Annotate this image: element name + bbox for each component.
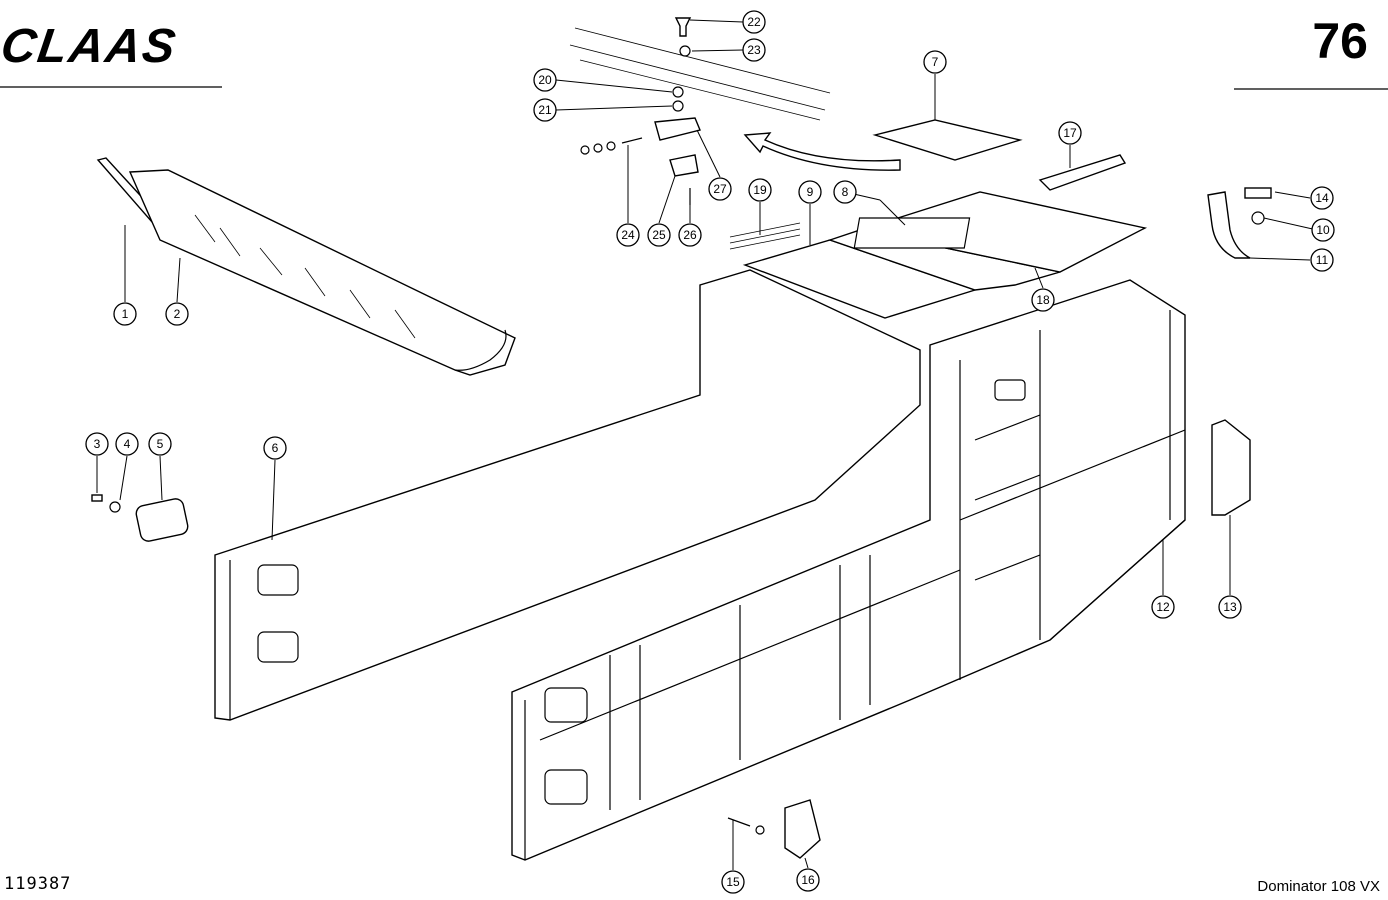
part-13-bracket [1211, 419, 1251, 516]
svg-text:14: 14 [1315, 191, 1329, 205]
callout-25: 25 [647, 223, 671, 247]
part-5-plate [135, 498, 189, 542]
part-16-flange [784, 799, 821, 859]
svg-text:21: 21 [538, 103, 552, 117]
part-19-strips [729, 222, 801, 250]
part-8-opening [853, 217, 971, 249]
callout-16: 16 [796, 868, 820, 892]
part-12-main-frame [511, 279, 1186, 861]
part-11-guard [1207, 191, 1251, 259]
svg-text:5: 5 [157, 437, 164, 451]
part-10-nut [1251, 211, 1265, 225]
callout-7: 7 [923, 50, 947, 74]
callout-20: 20 [533, 68, 557, 92]
callout-21: 21 [533, 98, 557, 122]
callout-2: 2 [165, 302, 189, 326]
svg-text:27: 27 [713, 182, 727, 196]
drawing-number: 119387 [4, 874, 72, 894]
svg-text:7: 7 [932, 55, 939, 69]
callout-24: 24 [616, 223, 640, 247]
svg-text:13: 13 [1223, 600, 1237, 614]
svg-text:23: 23 [747, 43, 761, 57]
callout-18: 18 [1031, 288, 1055, 312]
svg-text:2: 2 [174, 307, 181, 321]
page-number: 76 [1312, 13, 1368, 69]
svg-text:22: 22 [747, 15, 761, 29]
callout-23: 23 [742, 38, 766, 62]
svg-text:25: 25 [652, 228, 666, 242]
callout-9: 9 [798, 180, 822, 204]
svg-text:18: 18 [1036, 293, 1050, 307]
part-8-cover [857, 191, 1148, 273]
part-15-bolt [727, 817, 751, 827]
callout-19: 19 [748, 178, 772, 202]
part-22-screw [674, 17, 692, 37]
callout-1: 1 [113, 302, 137, 326]
part-2-guide-plate [128, 169, 516, 376]
callout-6: 6 [263, 436, 287, 460]
callout-26: 26 [678, 223, 702, 247]
svg-text:3: 3 [94, 437, 101, 451]
part-4-washer [109, 501, 121, 513]
part-7-lid [872, 119, 1023, 161]
callout-27: 27 [708, 177, 732, 201]
callout-4: 4 [115, 432, 139, 456]
brand-logo: CLAAS [0, 19, 181, 73]
svg-text:26: 26 [683, 228, 697, 242]
roof-reference-lines [569, 27, 831, 121]
callout-12: 12 [1151, 595, 1175, 619]
svg-text:16: 16 [801, 873, 815, 887]
svg-text:19: 19 [753, 183, 767, 197]
callout-3: 3 [85, 432, 109, 456]
part-23-washer [679, 45, 691, 57]
part-3-screw [91, 494, 103, 502]
part-15-washer [755, 825, 765, 835]
svg-text:12: 12 [1156, 600, 1170, 614]
part-14-clip [1244, 187, 1272, 199]
part-24-fasteners [580, 137, 643, 155]
svg-text:6: 6 [272, 441, 279, 455]
svg-text:11: 11 [1316, 253, 1329, 267]
callout-10: 10 [1311, 218, 1335, 242]
part-25-clip [669, 154, 699, 177]
svg-text:4: 4 [124, 437, 131, 451]
callout-15: 15 [721, 870, 745, 894]
callout-14: 14 [1310, 186, 1334, 210]
part-17-strip [1038, 154, 1127, 191]
callout-13: 13 [1218, 595, 1242, 619]
svg-text:24: 24 [621, 228, 635, 242]
svg-text:1: 1 [122, 307, 129, 321]
svg-text:15: 15 [726, 875, 740, 889]
callout-17: 17 [1058, 121, 1082, 145]
part-20-washer [672, 86, 684, 98]
svg-text:10: 10 [1316, 223, 1330, 237]
leader-lines [96, 19, 1318, 870]
direction-arrow [743, 132, 901, 171]
part-27-bracket [654, 117, 701, 141]
callout-8: 8 [833, 180, 857, 204]
callout-11: 11 [1310, 248, 1334, 272]
callout-22: 22 [742, 10, 766, 34]
callout-5: 5 [148, 432, 172, 456]
svg-text:9: 9 [807, 185, 814, 199]
model-name: Dominator 108 VX [1257, 878, 1380, 895]
svg-text:8: 8 [842, 185, 849, 199]
part-6-side-panel [214, 269, 921, 721]
svg-text:17: 17 [1063, 126, 1077, 140]
svg-text:20: 20 [538, 73, 552, 87]
part-21-nut [672, 100, 684, 112]
